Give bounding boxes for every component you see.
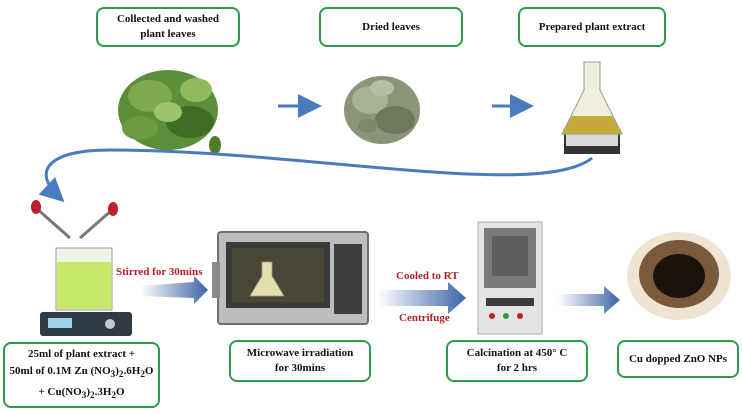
step-dried-box: Dried leaves <box>319 7 463 47</box>
microwave-icon <box>212 231 369 325</box>
arrow-microwave-to-furnace <box>378 282 466 314</box>
step-dried-label: Dried leaves <box>362 20 420 33</box>
furnace-icon <box>477 221 543 335</box>
arrow-mix-to-microwave <box>140 276 208 304</box>
beaker-stirrer-icon <box>31 200 132 336</box>
step-product-box: Cu dopped ZnO NPs <box>617 340 739 378</box>
step-mix-line3: + Cu(NO3)2.3H2O <box>38 385 125 400</box>
step-calcination-box: Calcination at 450° C for 2 hrs <box>446 340 588 382</box>
step-extract-box: Prepared plant extract <box>518 7 666 47</box>
leaves-icon <box>118 70 221 154</box>
step-product-label: Cu dopped ZnO NPs <box>628 352 728 365</box>
label-centrifuge: Centrifuge <box>399 312 450 324</box>
step-collected-line2: plant leaves <box>140 28 196 40</box>
step-calcination-line2: for 2 hrs <box>496 362 538 374</box>
step-mix-line1: 25ml of plant extract + <box>27 348 136 361</box>
flask-icon <box>561 61 623 154</box>
arrow-extract-to-mix <box>38 148 593 203</box>
step-calcination-line1: Calcination at 450° C <box>466 347 568 359</box>
step-microwave-line1: Microwave irradiation <box>246 347 354 359</box>
flow-arrows <box>38 94 620 314</box>
step-microwave-box: Microwave irradiation for 30mins <box>229 340 371 382</box>
arrow-furnace-to-product <box>558 286 620 314</box>
step-microwave-line2: for 30mins <box>274 362 326 374</box>
label-cooled: Cooled to RT <box>396 270 459 282</box>
step-mix-line2: 50ml of 0.1M Zn (NO3)2.6H2O <box>9 365 154 380</box>
step-collected-box: Collected and washed plant leaves <box>96 7 240 47</box>
crucible-icon <box>627 232 731 320</box>
step-mix-box: 25ml of plant extract + 50ml of 0.1M Zn … <box>3 342 160 408</box>
step-collected-line1: Collected and washed <box>116 13 220 25</box>
dried-leaves-icon <box>344 76 420 144</box>
step-extract-label: Prepared plant extract <box>538 20 646 33</box>
label-stirred: Stirred for 30mins <box>116 266 203 278</box>
